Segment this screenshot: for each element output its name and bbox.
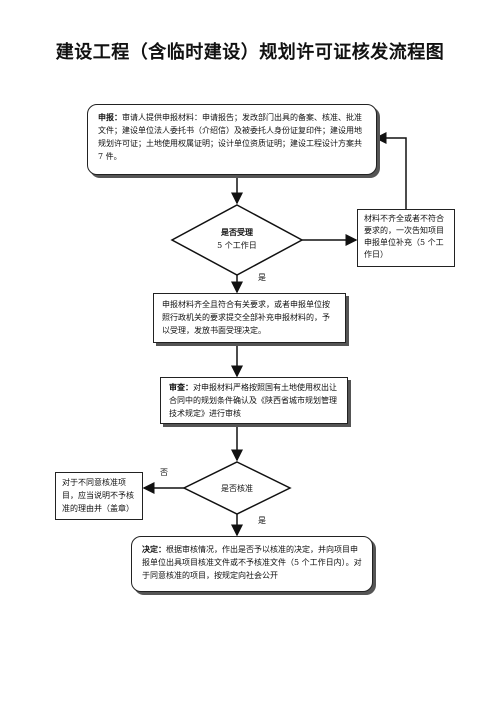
- final-text: 根据审核情况，作出是否予以核准的决定，并向项目申报单位出具项目核准文件或不予核准…: [142, 545, 362, 580]
- review-text: 对申报材料严格按照国有土地使用权出让合同中的规划条件确认及《陕西省城市规划管理技…: [169, 383, 337, 418]
- final-box: 决定：根据审核情况，作出是否予以核准的决定，并向项目申报单位出具项目核准文件或不…: [131, 536, 373, 592]
- decision1-label: 是否受理: [221, 227, 253, 237]
- decision1-text: 是否受理 5 个工作日: [187, 226, 287, 252]
- reject-box: 材料不齐全或者不符合要求的，一次告知项目申报单位补充（5 个工作日）: [357, 209, 455, 267]
- accept-text: 申报材料齐全且符合有关要求，或者申报单位按照行政机关的要求提交全部补充申报材料的…: [162, 300, 330, 335]
- apply-heading: 申报：: [98, 112, 122, 122]
- no-label-2: 否: [160, 468, 168, 477]
- yes-label-1: 是: [258, 273, 266, 282]
- apply-box: 申报：审请人提供申报材料：申请报告；发改部门出具的备案、核准、批准文件；建设单位…: [87, 104, 377, 175]
- review-heading: 审查：: [169, 382, 193, 392]
- reject-text: 材料不齐全或者不符合要求的，一次告知项目申报单位补充（5 个工作日）: [364, 214, 444, 259]
- final-heading: 决定：: [142, 544, 166, 554]
- arrow-reject-to-apply: [374, 132, 407, 210]
- yes-label-2: 是: [258, 516, 266, 525]
- decision2-label: 是否核准: [221, 484, 253, 493]
- page-title: 建设工程（含临时建设）规划许可证核发流程图: [55, 42, 445, 63]
- decision1-duration: 5 个工作日: [217, 241, 257, 250]
- apply-text: 审请人提供申报材料：申请报告；发改部门出具的备案、核准、批准文件；建设单位法人委…: [98, 113, 362, 161]
- deny-box: 对于不同意核准项目，应当说明不予核准的理由并（盖章）: [55, 472, 143, 520]
- accept-box: 申报材料齐全且符合有关要求，或者申报单位按照行政机关的要求提交全部补充申报材料的…: [153, 293, 346, 343]
- deny-text: 对于不同意核准项目，应当说明不予核准的理由并（盖章）: [62, 478, 134, 513]
- review-box: 审查：对申报材料严格按照国有土地使用权出让合同中的规划条件确认及《陕西省城市规划…: [160, 377, 348, 424]
